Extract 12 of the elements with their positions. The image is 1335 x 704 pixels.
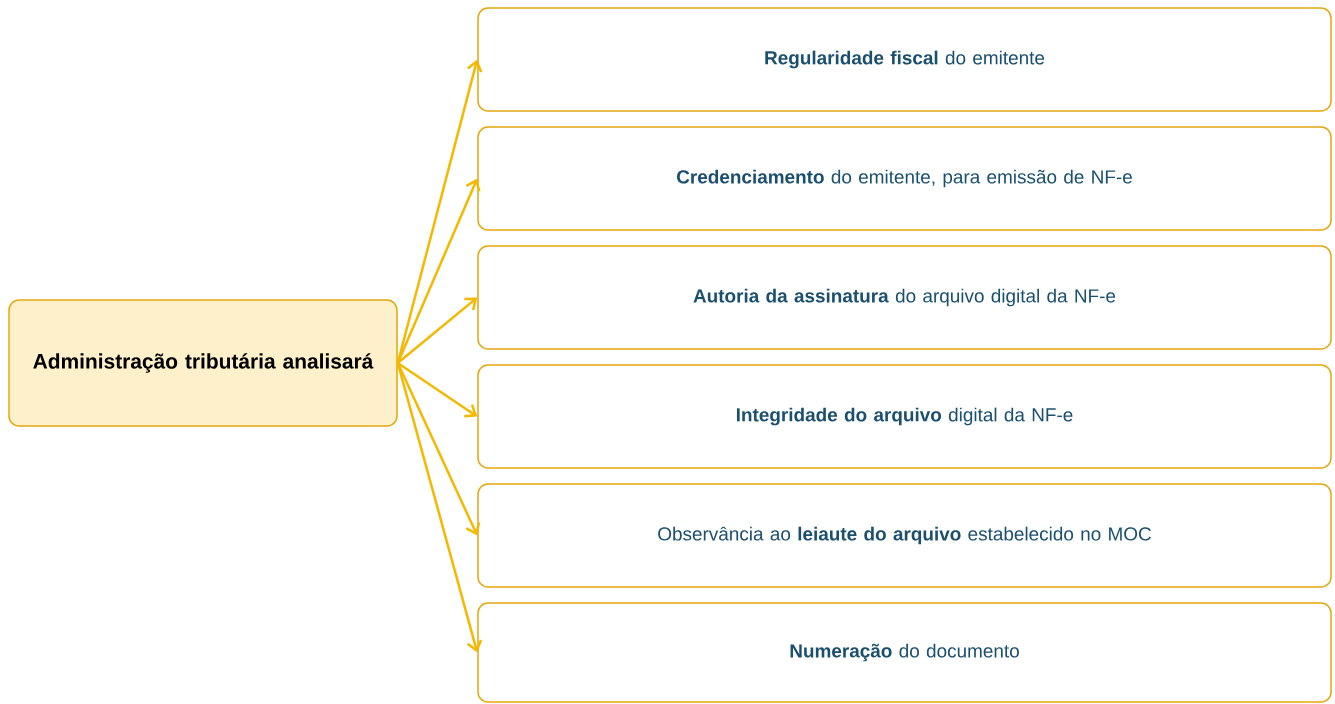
item-box: Autoria da assinatura do arquivo digital da NF-e (477, 245, 1332, 350)
arrow (396, 362, 483, 653)
item-box: Regularidade fiscal do emitente (477, 7, 1332, 112)
arrow (396, 178, 481, 364)
item-box: Numeração do documento (477, 602, 1332, 703)
item-box: Credenciamento do emitente, para emissão de NF-e (477, 126, 1332, 231)
arrow (396, 297, 478, 364)
item-box: Observância ao leiaute do arquivo estabelecido no MOC (477, 483, 1332, 588)
arrow (397, 361, 478, 418)
item-box: Integridade do arquivo digital da NF-e (477, 364, 1332, 469)
arrow (396, 362, 481, 536)
topic-box: Administração tributária analisará (8, 299, 398, 427)
